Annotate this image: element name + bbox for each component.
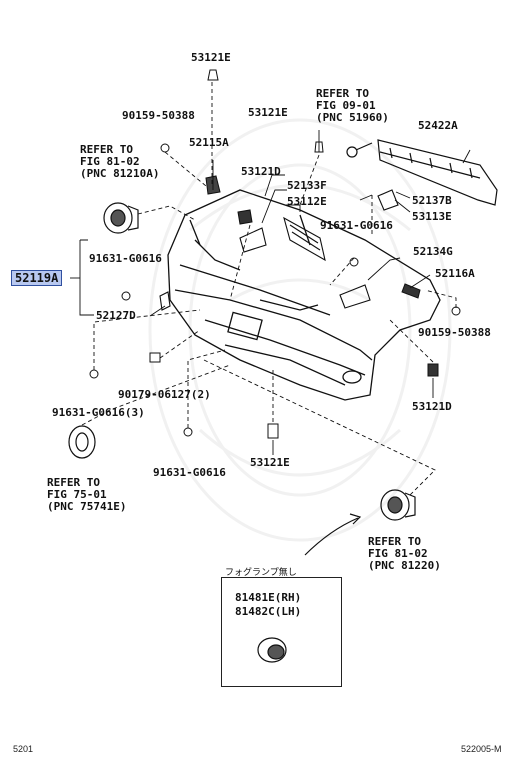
fog-cover-box xyxy=(221,577,342,687)
part-81482c[interactable]: 81482C(LH) xyxy=(235,605,302,618)
refer-fig-81-02-b[interactable]: REFER TO FIG 81-02 (PNC 81220) xyxy=(368,535,441,572)
fasteners xyxy=(89,69,461,439)
part-81481e[interactable]: 81481E(RH) xyxy=(235,591,302,604)
part-53121e-mid[interactable]: 53121E xyxy=(248,106,288,119)
brackets xyxy=(159,189,399,311)
part-91631-g0616-a[interactable]: 91631-G0616 xyxy=(320,219,393,232)
part-52116a[interactable]: 52116A xyxy=(435,267,475,280)
bumper-cover xyxy=(167,189,441,401)
part-52134g[interactable]: 52134G xyxy=(413,245,453,258)
part-52422a[interactable]: 52422A xyxy=(418,119,458,132)
part-53121d-a[interactable]: 53121D xyxy=(241,165,281,178)
part-53112e[interactable]: 53112E xyxy=(287,195,327,208)
solid-leaders xyxy=(70,130,471,455)
footer-right: 522005-M xyxy=(461,744,502,754)
fog-lamp-left xyxy=(103,202,139,234)
emblem xyxy=(68,425,96,459)
part-53121d-b[interactable]: 53121D xyxy=(412,400,452,413)
refer-fig-09-01[interactable]: REFER TO FIG 09-01 (PNC 51960) xyxy=(316,87,389,124)
part-53121e-bottom[interactable]: 53121E xyxy=(250,456,290,469)
dashed-leaders xyxy=(81,82,457,496)
refer-fig-75-01[interactable]: REFER TO FIG 75-01 (PNC 75741E) xyxy=(47,476,127,513)
footer-left: 5201 xyxy=(13,744,34,754)
part-91631-g0616-c[interactable]: 91631-G0616 xyxy=(153,466,226,479)
tow-hook xyxy=(346,142,373,158)
watermark-emblem xyxy=(148,118,452,542)
part-52115a[interactable]: 52115A xyxy=(189,136,229,149)
part-90159-50388-b[interactable]: 90159-50388 xyxy=(418,326,491,339)
part-90179-06127[interactable]: 90179-06127(2) xyxy=(118,388,211,401)
part-91631-g0616-b[interactable]: 91631-G0616 xyxy=(89,252,162,265)
part-53121e-top[interactable]: 53121E xyxy=(191,51,231,64)
fog-lamp-right xyxy=(380,489,416,521)
arrow xyxy=(304,513,362,556)
part-52133f[interactable]: 52133F xyxy=(287,179,327,192)
part-52119a-highlighted[interactable]: 52119A xyxy=(11,270,63,286)
part-90159-50388-a[interactable]: 90159-50388 xyxy=(122,109,195,122)
fog-lamp-cover xyxy=(257,637,287,663)
retainer-53112e xyxy=(283,216,326,262)
bumper-reinforcement xyxy=(377,139,498,206)
part-52127d[interactable]: 52127D xyxy=(96,309,136,322)
part-91631-g0616-3[interactable]: 91631-G0616(3) xyxy=(52,406,145,419)
fog-lamp-note: フォグランプ無し xyxy=(225,568,297,578)
part-53113e[interactable]: 53113E xyxy=(412,210,452,223)
refer-fig-81-02-a[interactable]: REFER TO FIG 81-02 (PNC 81210A) xyxy=(80,143,160,180)
part-52137b[interactable]: 52137B xyxy=(412,194,452,207)
